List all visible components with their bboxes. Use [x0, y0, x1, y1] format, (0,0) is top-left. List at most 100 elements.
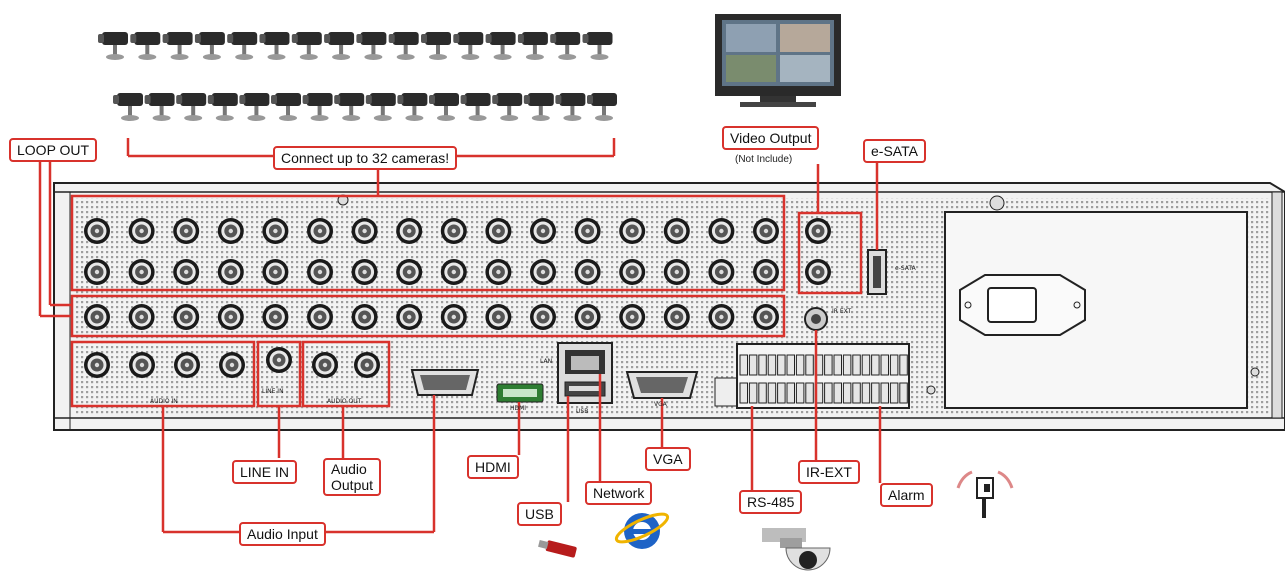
video-input-bnc-connector: [753, 259, 779, 285]
camera-row-top: [98, 32, 613, 60]
terminal-screw: [749, 383, 757, 403]
monitor-icon: [715, 14, 841, 107]
panel-label-audio-out: AUDIO OUT: [327, 398, 361, 405]
terminal-screw: [843, 355, 851, 375]
callout-alarm: Alarm: [880, 483, 933, 507]
terminal-screw: [740, 383, 748, 403]
video-input-bnc-connector: [530, 259, 556, 285]
panel-label-lan: LAN: [540, 358, 552, 365]
camera-icon: [356, 32, 386, 60]
loop-out-bnc-connector: [396, 304, 422, 330]
video-output-bnc-connector: [805, 218, 831, 244]
video-input-bnc-connector: [396, 259, 422, 285]
video-input-bnc-connector: [530, 218, 556, 244]
camera-icon: [292, 32, 322, 60]
camera-icon: [239, 93, 269, 121]
video-input-bnc-connector: [307, 259, 333, 285]
audio-input-bnc-connector: [129, 352, 155, 378]
camera-icon: [130, 32, 160, 60]
usb-stick-icon: [538, 538, 578, 558]
audio-input-bnc-connector: [174, 352, 200, 378]
callout-video-output: Video Output: [722, 126, 819, 150]
camera-icon: [429, 93, 459, 121]
panel-label-audio-in: AUDIO IN: [150, 398, 178, 405]
video-input-bnc-connector: [664, 218, 690, 244]
ptz-dome-camera-icon: [762, 528, 830, 570]
camera-icon: [271, 93, 301, 121]
camera-icon: [366, 93, 396, 121]
video-input-bnc-connector: [619, 218, 645, 244]
callout-audio-output-line-1: Audio: [331, 461, 373, 477]
camera-icon: [303, 93, 333, 121]
callout-connect-cameras: Connect up to 32 cameras!: [273, 146, 457, 170]
terminal-screw: [825, 383, 833, 403]
loop-out-bnc-connector: [218, 304, 244, 330]
terminal-screw: [768, 383, 776, 403]
terminal-screw: [853, 355, 861, 375]
camera-row-bottom: [113, 93, 617, 121]
audio-input-bnc-connector: [84, 352, 110, 378]
loop-out-bnc-connector: [619, 304, 645, 330]
terminal-screw: [843, 383, 851, 403]
loop-out-bnc-connector: [664, 304, 690, 330]
camera-icon: [555, 93, 585, 121]
terminal-screw: [749, 355, 757, 375]
audio-output-bnc-connector: [312, 352, 338, 378]
video-input-bnc-connector: [753, 218, 779, 244]
video-input-bnc-connector: [352, 218, 378, 244]
loop-out-bnc-connector: [575, 304, 601, 330]
video-input-bnc-connector: [129, 259, 155, 285]
alarm-sensor-icon: [958, 472, 1012, 518]
camera-icon: [550, 32, 580, 60]
callout-hdmi: HDMI: [467, 455, 519, 479]
terminal-screw: [834, 355, 842, 375]
terminal-screw: [872, 355, 880, 375]
terminal-screw: [796, 355, 804, 375]
terminal-screw: [834, 383, 842, 403]
panel-label-usb: USB: [576, 408, 588, 415]
callout-rs485: RS-485: [739, 490, 802, 514]
terminal-screw: [881, 383, 889, 403]
loop-out-bnc-connector: [173, 304, 199, 330]
camera-icon: [389, 32, 419, 60]
terminal-screw: [872, 383, 880, 403]
camera-icon: [145, 93, 175, 121]
camera-icon: [587, 93, 617, 121]
camera-icon: [163, 32, 193, 60]
audio-output-bnc-connector: [354, 352, 380, 378]
callout-audio-output-line-2: Output: [331, 477, 373, 493]
video-input-bnc-connector: [664, 259, 690, 285]
panel-label-vga: VGA: [654, 401, 667, 408]
internet-explorer-icon: [613, 509, 671, 549]
terminal-screw: [825, 355, 833, 375]
video-input-bnc-connector: [173, 218, 199, 244]
callout-line-in: LINE IN: [232, 460, 297, 484]
terminal-screw: [862, 355, 870, 375]
video-input-bnc-connector: [708, 218, 734, 244]
serial-port: [412, 370, 478, 395]
video-input-bnc-connector: [708, 259, 734, 285]
video-input-bnc-connector: [441, 259, 467, 285]
video-input-bnc-connector: [84, 218, 110, 244]
loop-out-bnc-connector: [129, 304, 155, 330]
camera-icon: [461, 93, 491, 121]
video-input-bnc-connector: [262, 259, 288, 285]
terminal-screw: [890, 383, 898, 403]
loop-out-bnc-connector: [307, 304, 333, 330]
camera-icon: [98, 32, 128, 60]
camera-icon: [208, 93, 238, 121]
line-in-bnc-connector: [266, 347, 292, 373]
camera-icon: [453, 32, 483, 60]
video-input-bnc-connector: [575, 259, 601, 285]
video-input-bnc-connector: [84, 259, 110, 285]
camera-icon: [518, 32, 548, 60]
camera-icon: [195, 32, 225, 60]
loop-out-bnc-connector: [708, 304, 734, 330]
callout-network: Network: [585, 481, 652, 505]
video-input-bnc-connector: [218, 259, 244, 285]
terminal-screw: [759, 383, 767, 403]
terminal-screw: [881, 355, 889, 375]
video-input-bnc-connector: [619, 259, 645, 285]
terminal-screw: [862, 383, 870, 403]
video-input-bnc-connector: [307, 218, 333, 244]
